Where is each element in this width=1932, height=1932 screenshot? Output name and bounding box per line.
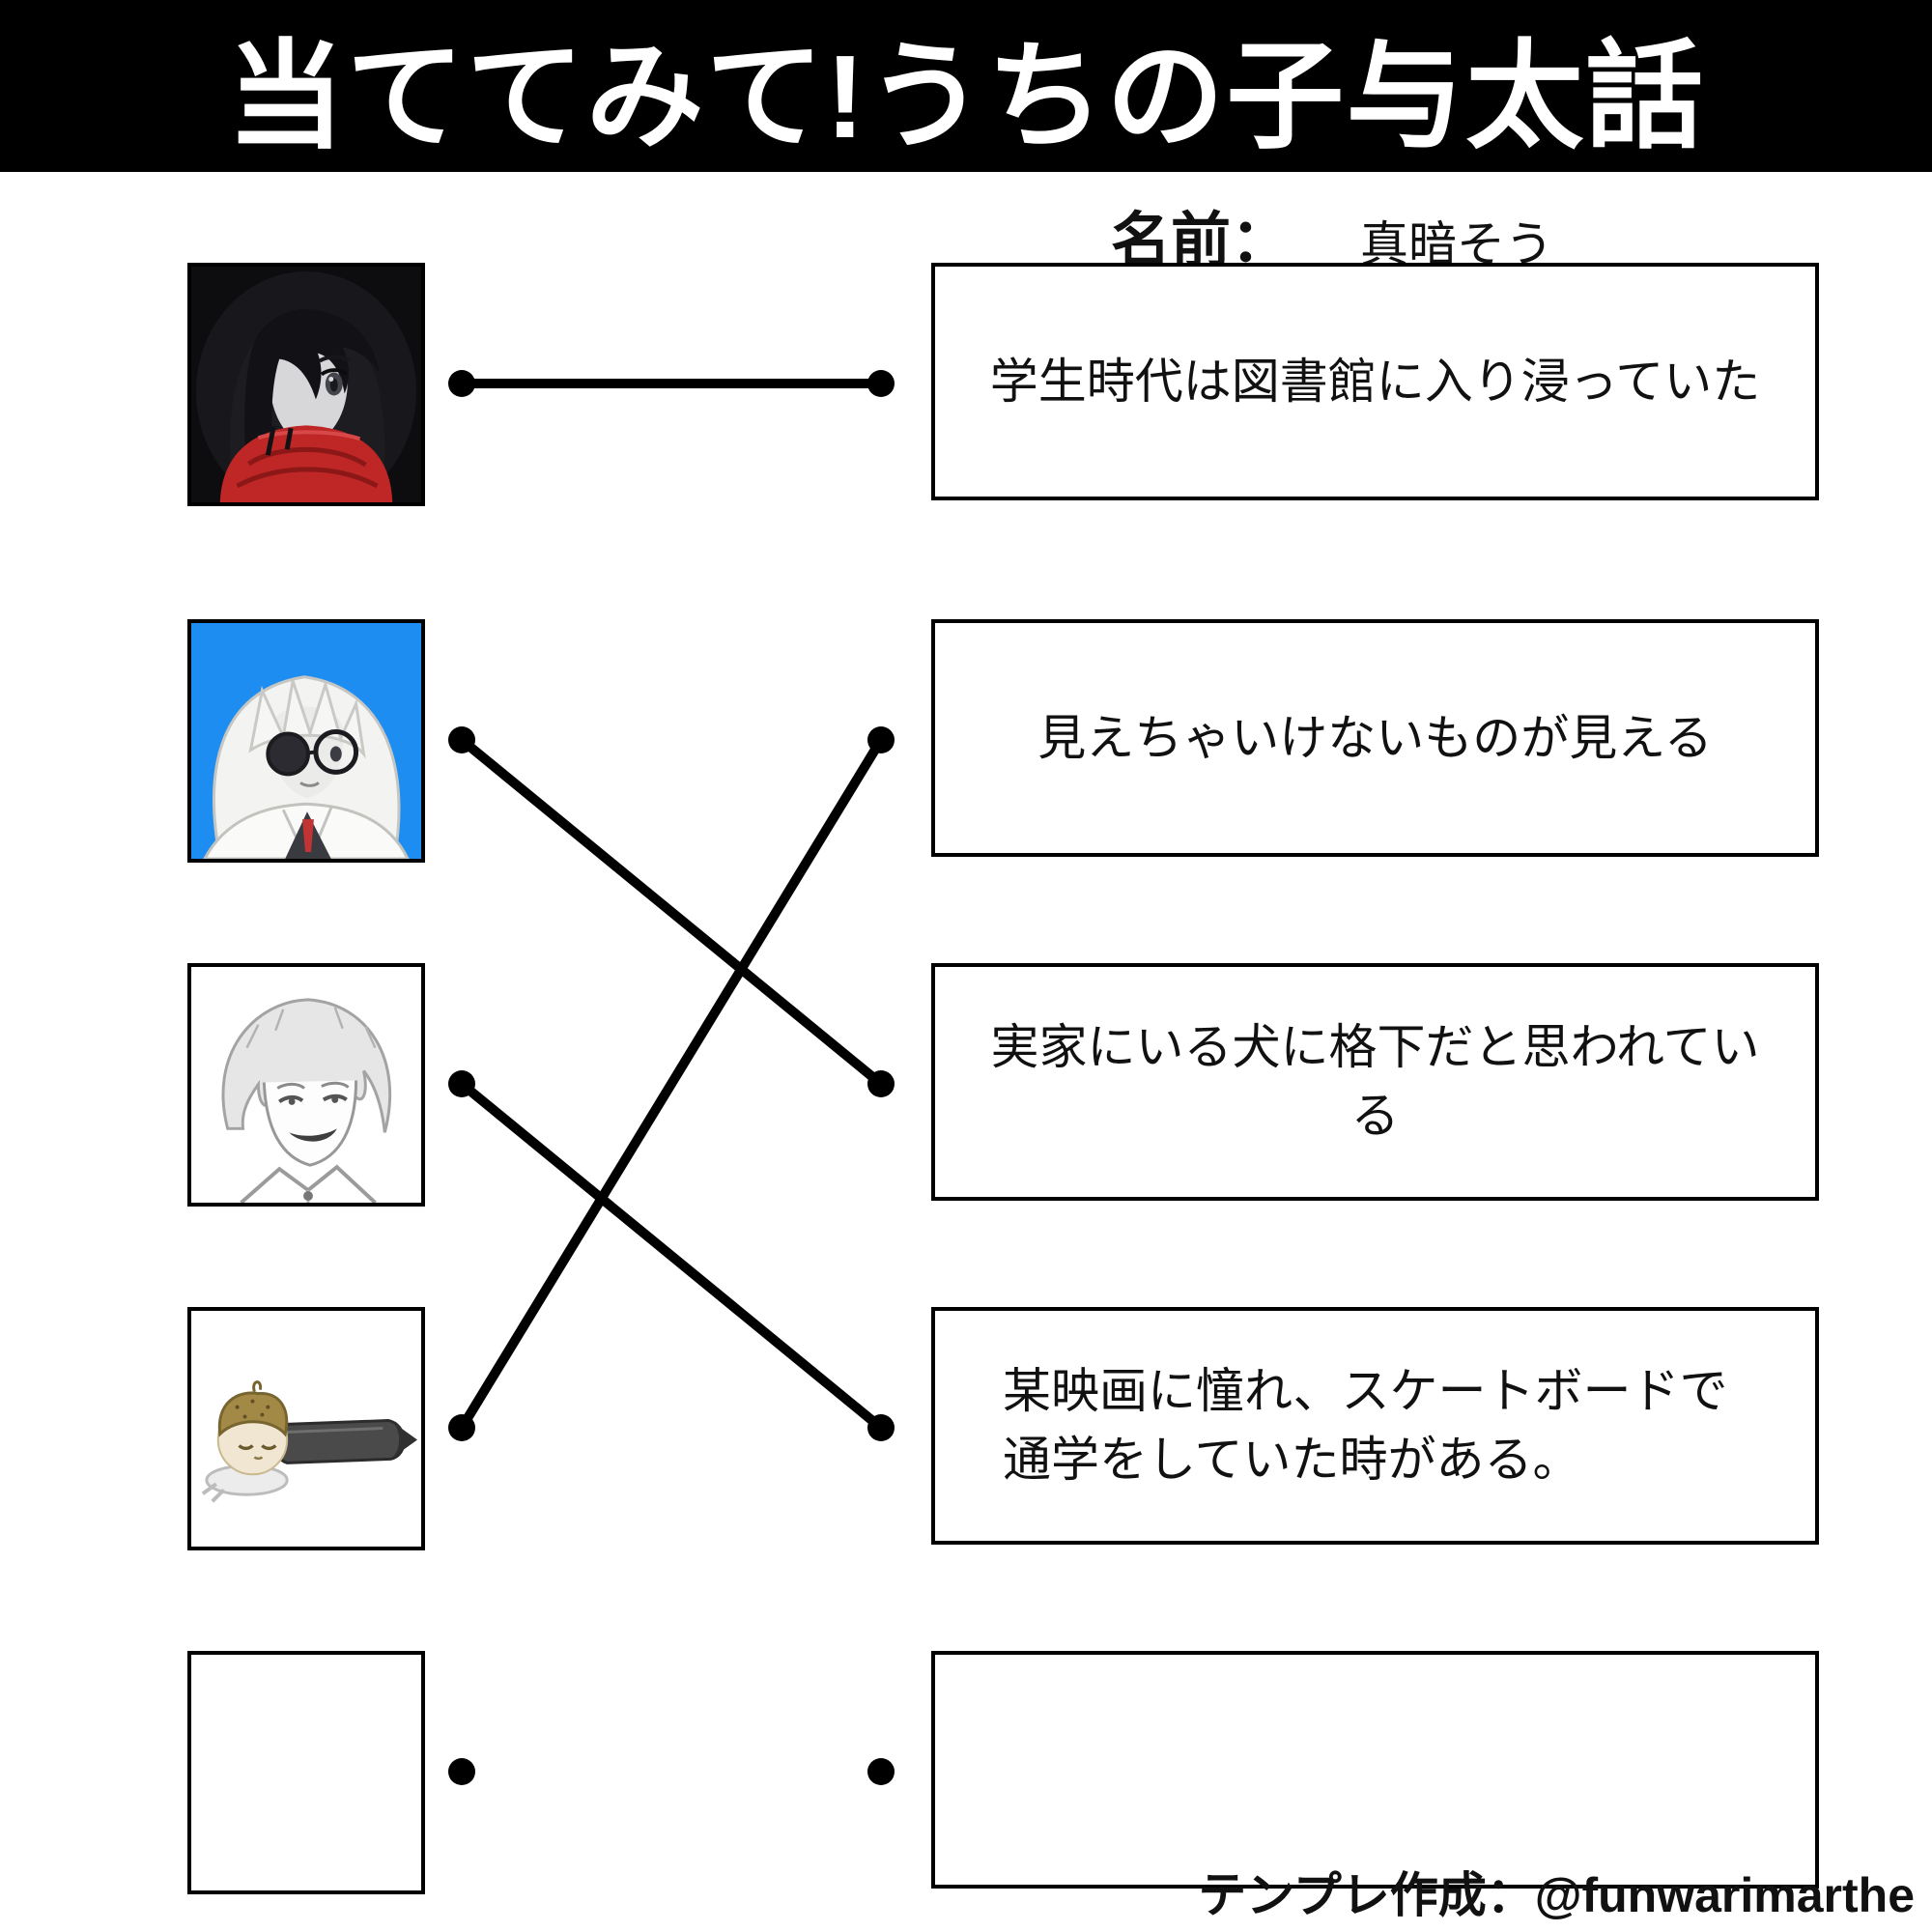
story-connector-dot-5[interactable]	[867, 1758, 895, 1785]
character-connector-dot-5[interactable]	[448, 1758, 475, 1785]
story-box-1: 学生時代は図書館に入り浸っていた	[931, 263, 1819, 500]
character-connector-dot-4[interactable]	[448, 1414, 475, 1441]
story-text-4: 某映画に憧れ、スケートボードで 通学をしていた時がある。	[1003, 1364, 1728, 1487]
story-text-3: 実家にいる犬に格下だと思われている	[990, 1020, 1760, 1143]
portrait-sketch-smirk-icon	[191, 967, 421, 1203]
story-text-2: 見えちゃいけないものが見える	[1037, 710, 1713, 765]
story-box-4: 某映画に憧れ、スケートボードで 通学をしていた時がある。	[931, 1307, 1819, 1545]
story-box-5-empty	[931, 1651, 1819, 1889]
story-box-2: 見えちゃいけないものが見える	[931, 619, 1819, 857]
connection-line	[457, 1079, 886, 1433]
story-connector-dot-4[interactable]	[867, 1414, 895, 1441]
story-connector-dot-3[interactable]	[867, 1070, 895, 1097]
connection-line	[457, 735, 886, 1433]
character-connector-dot-2[interactable]	[448, 726, 475, 753]
name-value: 真暗そう	[1360, 217, 1554, 271]
header-banner: 当ててみて!うちの子与太話	[0, 0, 1932, 172]
character-connector-dot-1[interactable]	[448, 370, 475, 397]
portrait-white-hair-labcoat-blue-icon	[191, 623, 421, 859]
footer-credit: テンプレ作成：@funwarimarthe	[1198, 1868, 1915, 1922]
connection-line	[457, 735, 886, 1089]
story-connector-dot-1[interactable]	[867, 370, 895, 397]
character-portrait-2	[187, 619, 425, 863]
character-connector-dot-3[interactable]	[448, 1070, 475, 1097]
story-box-3: 実家にいる犬に格下だと思われている	[931, 963, 1819, 1201]
character-portrait-4	[187, 1307, 425, 1550]
character-portrait-5-empty	[187, 1651, 425, 1894]
character-portrait-1	[187, 263, 425, 506]
portrait-chibi-lying-icon	[191, 1311, 421, 1547]
character-portrait-3	[187, 963, 425, 1207]
portrait-black-hair-red-scarf-icon	[191, 267, 421, 502]
page-title: 当ててみて!うちの子与太話	[226, 30, 1706, 162]
story-text-1: 学生時代は図書館に入り浸っていた	[989, 354, 1761, 409]
story-connector-dot-2[interactable]	[867, 726, 895, 753]
